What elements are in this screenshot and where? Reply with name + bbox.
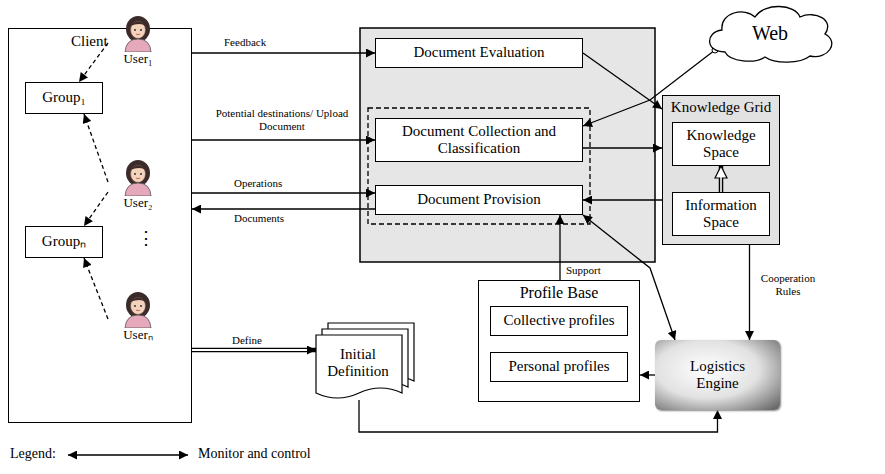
connector-line — [192, 348, 316, 353]
connector-inner — [720, 177, 722, 192]
node-label: Client — [71, 33, 191, 50]
process-box: Document Provision — [375, 185, 583, 215]
process-box: Document Evaluation — [375, 38, 583, 68]
profile-box: Personal profiles — [490, 352, 628, 382]
edge-label: Operations — [234, 177, 334, 190]
edge-label: Define — [232, 334, 292, 347]
client-box: ClientUser₁ Group₁ User₂ GroupₙUserₙ — [8, 28, 192, 423]
edge-label: Potential destinations/ Upload Document — [202, 107, 362, 133]
user-icon: User₂ — [108, 158, 168, 216]
user-figure — [120, 290, 156, 328]
connector-line — [84, 192, 108, 226]
connector — [192, 350, 316, 351]
node-label: Group₁ — [42, 89, 86, 106]
engine-box: Logistics Engine — [655, 340, 780, 410]
process-box: Document Collection and Classification — [375, 118, 583, 162]
connector-line — [583, 147, 662, 148]
group-box: Group₁ — [25, 82, 103, 114]
group-box: Groupₙ — [25, 226, 103, 258]
document-stack: Initial Definition — [315, 322, 415, 404]
node-label: Personal profiles — [508, 358, 609, 375]
connector-line — [84, 258, 108, 319]
dashed-group — [368, 108, 590, 224]
connector — [749, 245, 750, 340]
edge-label: Documents — [234, 212, 334, 225]
edge-label: Support — [566, 264, 626, 277]
connector — [84, 192, 108, 226]
profile-box: Collective profiles — [490, 306, 628, 336]
node-label: Logistics Engine — [675, 358, 760, 393]
node-label: Web — [752, 22, 788, 45]
connector-line — [583, 199, 662, 200]
node-label: Document Provision — [417, 191, 541, 208]
node-label: Document Evaluation — [413, 44, 544, 61]
connector — [192, 140, 375, 141]
connector — [192, 209, 375, 210]
node-label: User₁ — [108, 52, 168, 66]
grid-ground — [662, 95, 780, 245]
space-box: Knowledge Space — [672, 122, 770, 166]
legend-text: Monitor and control — [198, 446, 311, 463]
connector — [192, 193, 375, 194]
grid-panel: Knowledge GridKnowledge SpaceInformation… — [662, 95, 780, 245]
user-figure — [120, 158, 156, 196]
connector-line — [719, 166, 724, 192]
node-label: Knowledge Space — [677, 127, 765, 162]
user-figure — [120, 14, 156, 52]
connector-line — [192, 208, 375, 209]
connector-inner — [192, 349, 307, 351]
edge-label: Cooperation Rules — [756, 272, 820, 298]
connector — [84, 114, 108, 182]
node-label: Knowledge Grid — [663, 99, 779, 116]
connector-line — [192, 52, 375, 53]
web-cloud: Web — [700, 2, 840, 64]
node-label: Document Collection and Classification — [380, 123, 578, 158]
document-sheets — [315, 322, 415, 404]
connector — [640, 375, 655, 376]
connector — [583, 148, 662, 149]
connector-line — [192, 192, 375, 193]
node-label: Groupₙ — [42, 233, 86, 250]
node-label: Initial Definition — [317, 346, 399, 381]
connector — [721, 166, 722, 192]
space-box: Information Space — [672, 192, 770, 236]
connector-line — [749, 245, 750, 340]
connector — [84, 258, 108, 319]
edge-label: Feedback — [224, 36, 344, 49]
connector-line — [640, 374, 655, 375]
legend-sample — [68, 454, 188, 456]
connector — [560, 215, 561, 280]
node-label: User₂ — [108, 196, 168, 210]
node-label: Profile Base — [479, 284, 639, 302]
user-icon: Userₙ — [108, 290, 168, 348]
connector-line — [84, 114, 108, 182]
legend-title: Legend: — [10, 446, 56, 463]
profile-panel: Profile BaseCollective profilesPersonal … — [478, 280, 640, 402]
node-label: Collective profiles — [503, 312, 614, 329]
service-panel — [360, 28, 655, 262]
node-label: Information Space — [677, 197, 765, 232]
connector-line — [559, 215, 560, 280]
node-label: Userₙ — [108, 328, 168, 342]
connector-line — [192, 139, 375, 140]
connector — [192, 53, 375, 54]
connector — [583, 200, 662, 201]
ellipsis-mark: ⋮ — [137, 228, 155, 250]
user-icon: User₁ — [108, 14, 168, 72]
